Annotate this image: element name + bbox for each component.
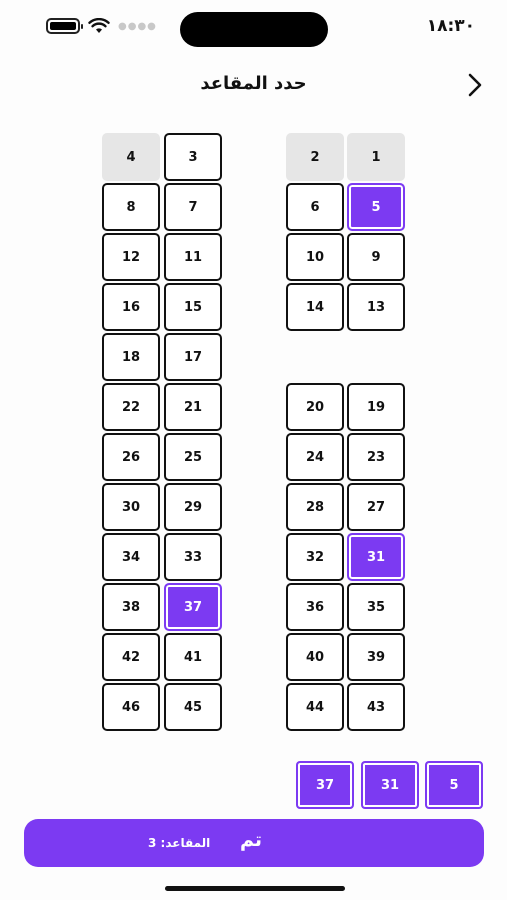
seat-27[interactable]: 27	[347, 483, 405, 531]
seat-23[interactable]: 23	[347, 433, 405, 481]
seat-4[interactable]: 4	[102, 133, 160, 181]
wifi-icon	[88, 18, 110, 33]
seat-38[interactable]: 38	[102, 583, 160, 631]
home-indicator	[165, 886, 345, 891]
seat-41[interactable]: 41	[164, 633, 222, 681]
selected-seat-chip[interactable]: 37	[296, 761, 354, 809]
seat-6[interactable]: 6	[286, 183, 344, 231]
seat-21[interactable]: 21	[164, 383, 222, 431]
seat-17[interactable]: 17	[164, 333, 222, 381]
seat-44[interactable]: 44	[286, 683, 344, 731]
seat-10[interactable]: 10	[286, 233, 344, 281]
seat-20[interactable]: 20	[286, 383, 344, 431]
chevron-right-icon[interactable]	[464, 72, 486, 98]
seat-42[interactable]: 42	[102, 633, 160, 681]
selected-seat-chip[interactable]: 31	[361, 761, 419, 809]
seat-3[interactable]: 3	[164, 133, 222, 181]
seat-12[interactable]: 12	[102, 233, 160, 281]
seat-33[interactable]: 33	[164, 533, 222, 581]
seat-30[interactable]: 30	[102, 483, 160, 531]
status-icons: ●●●●	[46, 18, 157, 34]
seat-7[interactable]: 7	[164, 183, 222, 231]
selected-seat-chip[interactable]: 5	[425, 761, 483, 809]
seat-14[interactable]: 14	[286, 283, 344, 331]
seat-18[interactable]: 18	[102, 333, 160, 381]
seat-1[interactable]: 1	[347, 133, 405, 181]
seat-8[interactable]: 8	[102, 183, 160, 231]
seat-43[interactable]: 43	[347, 683, 405, 731]
seat-9[interactable]: 9	[347, 233, 405, 281]
page-title-text: حدد المقاعد	[200, 73, 307, 94]
signal-icon: ●●●●	[118, 20, 157, 32]
seat-29[interactable]: 29	[164, 483, 222, 531]
seat-13[interactable]: 13	[347, 283, 405, 331]
seat-45[interactable]: 45	[164, 683, 222, 731]
battery-icon	[46, 18, 83, 34]
seat-26[interactable]: 26	[102, 433, 160, 481]
seat-31[interactable]: 31	[347, 533, 405, 581]
seat-40[interactable]: 40	[286, 633, 344, 681]
seat-5[interactable]: 5	[347, 183, 405, 231]
seat-count-label: المقاعد: 3	[148, 836, 211, 850]
seat-19[interactable]: 19	[347, 383, 405, 431]
page-title: حدد المقاعد	[0, 73, 507, 94]
seat-46[interactable]: 46	[102, 683, 160, 731]
dynamic-island	[180, 12, 328, 47]
seat-36[interactable]: 36	[286, 583, 344, 631]
seat-28[interactable]: 28	[286, 483, 344, 531]
seat-32[interactable]: 32	[286, 533, 344, 581]
seat-35[interactable]: 35	[347, 583, 405, 631]
seat-34[interactable]: 34	[102, 533, 160, 581]
seat-11[interactable]: 11	[164, 233, 222, 281]
status-time: ١٨:٣٠	[426, 16, 475, 36]
seat-15[interactable]: 15	[164, 283, 222, 331]
seat-16[interactable]: 16	[102, 283, 160, 331]
done-button[interactable]: المقاعد: 3 تم	[24, 819, 484, 867]
seat-2[interactable]: 2	[286, 133, 344, 181]
seat-25[interactable]: 25	[164, 433, 222, 481]
seat-24[interactable]: 24	[286, 433, 344, 481]
seat-22[interactable]: 22	[102, 383, 160, 431]
seat-37[interactable]: 37	[164, 583, 222, 631]
seat-39[interactable]: 39	[347, 633, 405, 681]
done-label: تم	[240, 829, 263, 851]
